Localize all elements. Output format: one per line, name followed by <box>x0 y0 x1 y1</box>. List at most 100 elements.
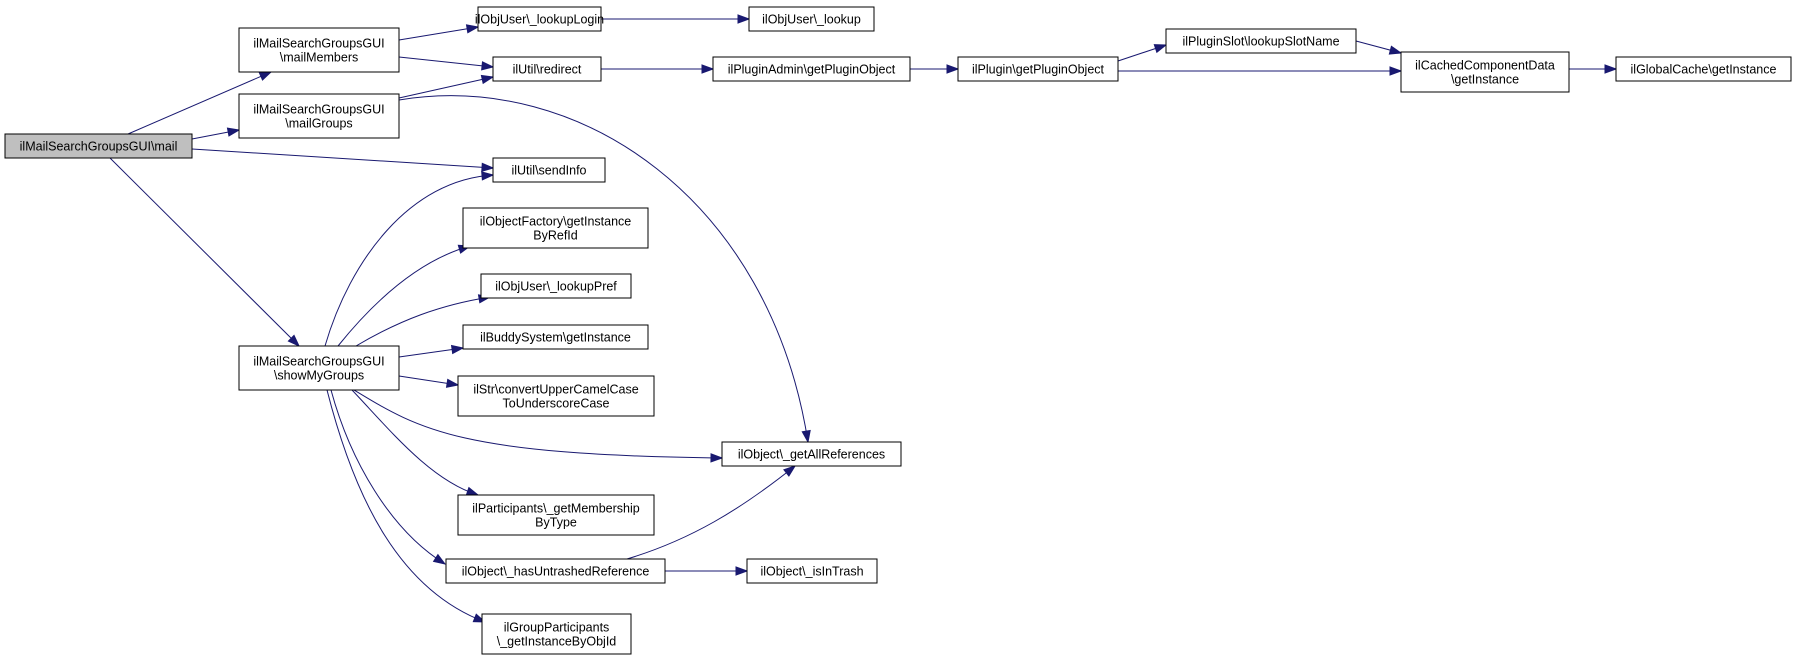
node-label: ilStr\convertUpperCamelCase <box>473 383 638 397</box>
edge-showMyGroups-to-sendInfo <box>324 174 494 347</box>
arrowhead-to-cachedGetInstance <box>1389 66 1403 76</box>
arrowhead-to-buddyGetInstance <box>450 344 465 355</box>
node-label: ilCachedComponentData <box>1415 59 1555 73</box>
node-label: \mailMembers <box>280 51 359 65</box>
arrowhead-to-hasUntrashedReference <box>432 553 447 565</box>
node-label: ilPlugin\getPluginObject <box>972 63 1105 77</box>
node-mail[interactable]: ilMailSearchGroupsGUI\mail <box>4 133 193 159</box>
edge-mailMembers-to-redirect <box>398 56 494 68</box>
node-label: ilUtil\redirect <box>513 63 582 77</box>
node-label: ilUtil\sendInfo <box>511 164 586 178</box>
arrowhead-to-mailMembers <box>258 71 273 81</box>
node-box <box>957 56 1119 82</box>
node-redirect[interactable]: ilUtil\redirect <box>492 56 602 82</box>
arrowhead-to-showMyGroups <box>287 334 301 348</box>
node-lookupPref[interactable]: ilObjUser\_lookupPref <box>480 273 632 299</box>
node-sendInfo[interactable]: ilUtil\sendInfo <box>492 157 606 183</box>
node-label: ilObject\_isInTrash <box>760 565 863 579</box>
edge-hasUntrashedReference-to-getAllReferences <box>626 465 796 560</box>
edge-showMyGroups-to-groupParticipants <box>326 389 486 623</box>
node-label: ToUnderscoreCase <box>503 397 610 411</box>
arrowhead-to-redirect <box>480 74 495 85</box>
node-label: ilObject\_getAllReferences <box>738 448 885 462</box>
node-box <box>238 27 400 73</box>
node-box <box>480 273 632 299</box>
arrowhead-to-redirect <box>481 61 495 71</box>
node-box <box>721 441 902 467</box>
edge-mail-to-mailMembers <box>127 71 272 135</box>
arrowhead-to-mailGroups <box>226 127 241 137</box>
node-cachedGetInstance[interactable]: ilCachedComponentData\getInstance <box>1400 51 1570 93</box>
arrowhead-to-isInTrash <box>735 566 749 576</box>
arrowhead-to-globalCacheGetInstance <box>1604 64 1618 74</box>
node-box <box>712 56 911 82</box>
edge-showMyGroups-to-getInstanceByRefId <box>337 245 471 347</box>
node-label: \showMyGroups <box>274 369 364 383</box>
arrowhead-to-getMembershipByType <box>465 486 480 496</box>
node-label: ilObjUser\_lookup <box>762 13 861 27</box>
node-convertCase[interactable]: ilStr\convertUpperCamelCaseToUnderscoreC… <box>457 375 655 417</box>
node-label: ByRefId <box>533 229 578 243</box>
node-label: ilObjUser\_lookupLogin <box>475 13 604 27</box>
node-lookupLogin[interactable]: ilObjUser\_lookupLogin <box>475 6 604 32</box>
node-box <box>462 324 649 350</box>
edge-mailGroups-to-getAllReferences <box>398 95 809 443</box>
node-label: \_getInstanceByObjId <box>497 635 617 649</box>
edge-showMyGroups-to-lookupPref <box>355 296 491 347</box>
edge-mailMembers-to-lookupLogin <box>398 26 479 41</box>
node-box <box>462 207 649 249</box>
node-box <box>457 494 655 536</box>
node-box <box>1400 51 1570 93</box>
node-isInTrash[interactable]: ilObject\_isInTrash <box>746 558 878 584</box>
node-groupParticipants[interactable]: ilGroupParticipants\_getInstanceByObjId <box>481 613 632 655</box>
arrowhead-to-cachedGetInstance <box>1388 45 1403 55</box>
node-label: ilMailSearchGroupsGUI\mail <box>20 140 178 154</box>
node-label: ilBuddySystem\getInstance <box>480 331 631 345</box>
node-box <box>477 6 602 32</box>
node-label: ilObjUser\_lookupPref <box>495 280 617 294</box>
node-hasUntrashedReference[interactable]: ilObject\_hasUntrashedReference <box>445 558 666 584</box>
node-box <box>457 375 655 417</box>
node-getAllReferences[interactable]: ilObject\_getAllReferences <box>721 441 902 467</box>
arrowhead-to-lookupLogin <box>465 24 480 34</box>
node-box <box>481 613 632 655</box>
node-getPluginObject[interactable]: ilPlugin\getPluginObject <box>957 56 1119 82</box>
nodes: ilMailSearchGroupsGUI\mail ilMailSearchGr… <box>4 6 1792 655</box>
node-label: ilMailSearchGroupsGUI <box>253 355 384 369</box>
node-box <box>1615 56 1792 82</box>
node-box <box>1165 28 1357 54</box>
node-lookup[interactable]: ilObjUser\_lookup <box>748 6 875 32</box>
node-mailMembers[interactable]: ilMailSearchGroupsGUI\mailMembers <box>238 27 400 73</box>
node-globalCacheGetInstance[interactable]: ilGlobalCache\getInstance <box>1615 56 1792 82</box>
node-label: ilPluginAdmin\getPluginObject <box>728 63 896 77</box>
arrowhead-to-getAllReferences <box>710 453 724 463</box>
edge-mail-to-sendInfo <box>191 148 494 169</box>
node-label: ilObject\_hasUntrashedReference <box>462 565 650 579</box>
node-box <box>238 345 400 391</box>
node-box <box>492 157 606 183</box>
node-box <box>238 93 400 139</box>
node-label: \mailGroups <box>285 117 352 131</box>
arrowhead-to-convertCase <box>445 378 460 388</box>
node-mailGroups[interactable]: ilMailSearchGroupsGUI\mailGroups <box>238 93 400 139</box>
node-box <box>492 56 602 82</box>
node-lookupSlotName[interactable]: ilPluginSlot\lookupSlotName <box>1165 28 1357 54</box>
node-label: ilObjectFactory\getInstance <box>480 215 632 229</box>
arrowhead-to-getPluginObject <box>946 64 960 74</box>
arrowhead-to-sendInfo <box>481 162 495 172</box>
arrowhead-to-getAllReferences <box>801 429 811 444</box>
node-label: ilParticipants\_getMembership <box>472 502 639 516</box>
node-box <box>748 6 875 32</box>
edge-showMyGroups-to-getMembershipByType <box>351 389 479 496</box>
node-label: ilMailSearchGroupsGUI <box>253 37 384 51</box>
arrowhead-to-getPluginObjectAdmin <box>701 64 715 74</box>
node-showMyGroups[interactable]: ilMailSearchGroupsGUI\showMyGroups <box>238 345 400 391</box>
node-getPluginObjectAdmin[interactable]: ilPluginAdmin\getPluginObject <box>712 56 911 82</box>
node-label: ilPluginSlot\lookupSlotName <box>1182 35 1339 49</box>
node-box <box>4 133 193 159</box>
node-buddyGetInstance[interactable]: ilBuddySystem\getInstance <box>462 324 649 350</box>
node-box <box>445 558 666 584</box>
arrowhead-to-lookupSlotName <box>1153 44 1168 54</box>
